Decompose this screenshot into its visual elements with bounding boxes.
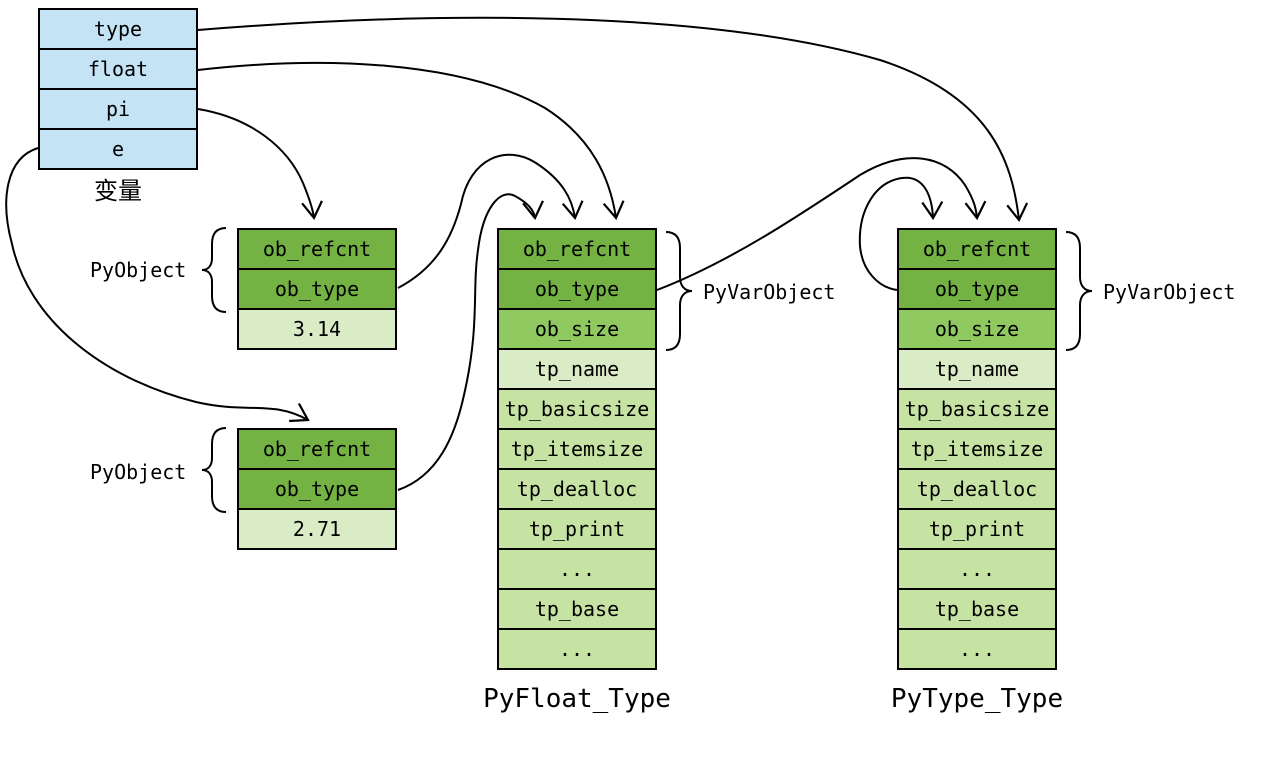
cell-tp_dealloc: tp_dealloc: [499, 470, 655, 510]
cell-tp_print: tp_print: [499, 510, 655, 550]
cell-ob_type: ob_type: [239, 270, 395, 310]
cell-tp_base: tp_base: [499, 590, 655, 630]
pyvarobject-brace-1: [665, 231, 693, 351]
cell-value: 2.71: [239, 510, 395, 548]
variables-caption: 变量: [94, 177, 142, 205]
cell-ellipsis: ...: [899, 630, 1055, 668]
cell-ob_type: ob_type: [239, 470, 395, 510]
variable-row-float: float: [40, 50, 196, 90]
pyobject-label-1: PyObject: [90, 258, 187, 282]
cell-tp_dealloc: tp_dealloc: [899, 470, 1055, 510]
cell-ob_type: ob_type: [499, 270, 655, 310]
pyobject-brace-2: [201, 427, 227, 513]
variables-table: type float pi e: [38, 8, 198, 170]
pyfloat-type-table: ob_refcnt ob_type ob_size tp_name tp_bas…: [497, 228, 657, 670]
cell-tp_base: tp_base: [899, 590, 1055, 630]
cell-tp_itemsize: tp_itemsize: [899, 430, 1055, 470]
cell-ob_refcnt: ob_refcnt: [239, 230, 395, 270]
arrow-pi-to-3_14: [197, 108, 323, 221]
cell-ellipsis: ...: [499, 630, 655, 668]
cell-ob_type: ob_type: [899, 270, 1055, 310]
cell-ob_size: ob_size: [499, 310, 655, 350]
cell-tp_name: tp_name: [899, 350, 1055, 390]
cell-value: 3.14: [239, 310, 395, 348]
cell-ob_refcnt: ob_refcnt: [499, 230, 655, 270]
pyfloat-type-name: PyFloat_Type: [483, 684, 671, 714]
pytype-type-name: PyType_Type: [890, 684, 1064, 714]
cell-ob_refcnt: ob_refcnt: [899, 230, 1055, 270]
cell-ellipsis: ...: [499, 550, 655, 590]
pyobject-brace-1: [201, 227, 227, 313]
pyvarobject-label-2: PyVarObject: [1103, 280, 1236, 304]
cell-tp_basicsize: tp_basicsize: [499, 390, 655, 430]
pyvarobject-brace-2: [1065, 231, 1093, 351]
arrow-type-to-pytype: [197, 16, 1029, 223]
float-object-2_71: ob_refcnt ob_type 2.71: [237, 428, 397, 550]
pyvarobject-label-1: PyVarObject: [703, 280, 836, 304]
cell-tp_print: tp_print: [899, 510, 1055, 550]
pytype-type-table: ob_refcnt ob_type ob_size tp_name tp_bas…: [897, 228, 1057, 670]
cell-tp_itemsize: tp_itemsize: [499, 430, 655, 470]
cell-ob_size: ob_size: [899, 310, 1055, 350]
cell-tp_basicsize: tp_basicsize: [899, 390, 1055, 430]
arrow-float-to-pyfloat: [197, 61, 625, 221]
cell-ellipsis: ...: [899, 550, 1055, 590]
float-object-3_14: ob_refcnt ob_type 3.14: [237, 228, 397, 350]
variable-row-pi: pi: [40, 90, 196, 130]
cell-ob_refcnt: ob_refcnt: [239, 430, 395, 470]
variable-row-e: e: [40, 130, 196, 168]
pyobject-label-2: PyObject: [90, 460, 187, 484]
variable-row-type: type: [40, 10, 196, 50]
cell-tp_name: tp_name: [499, 350, 655, 390]
